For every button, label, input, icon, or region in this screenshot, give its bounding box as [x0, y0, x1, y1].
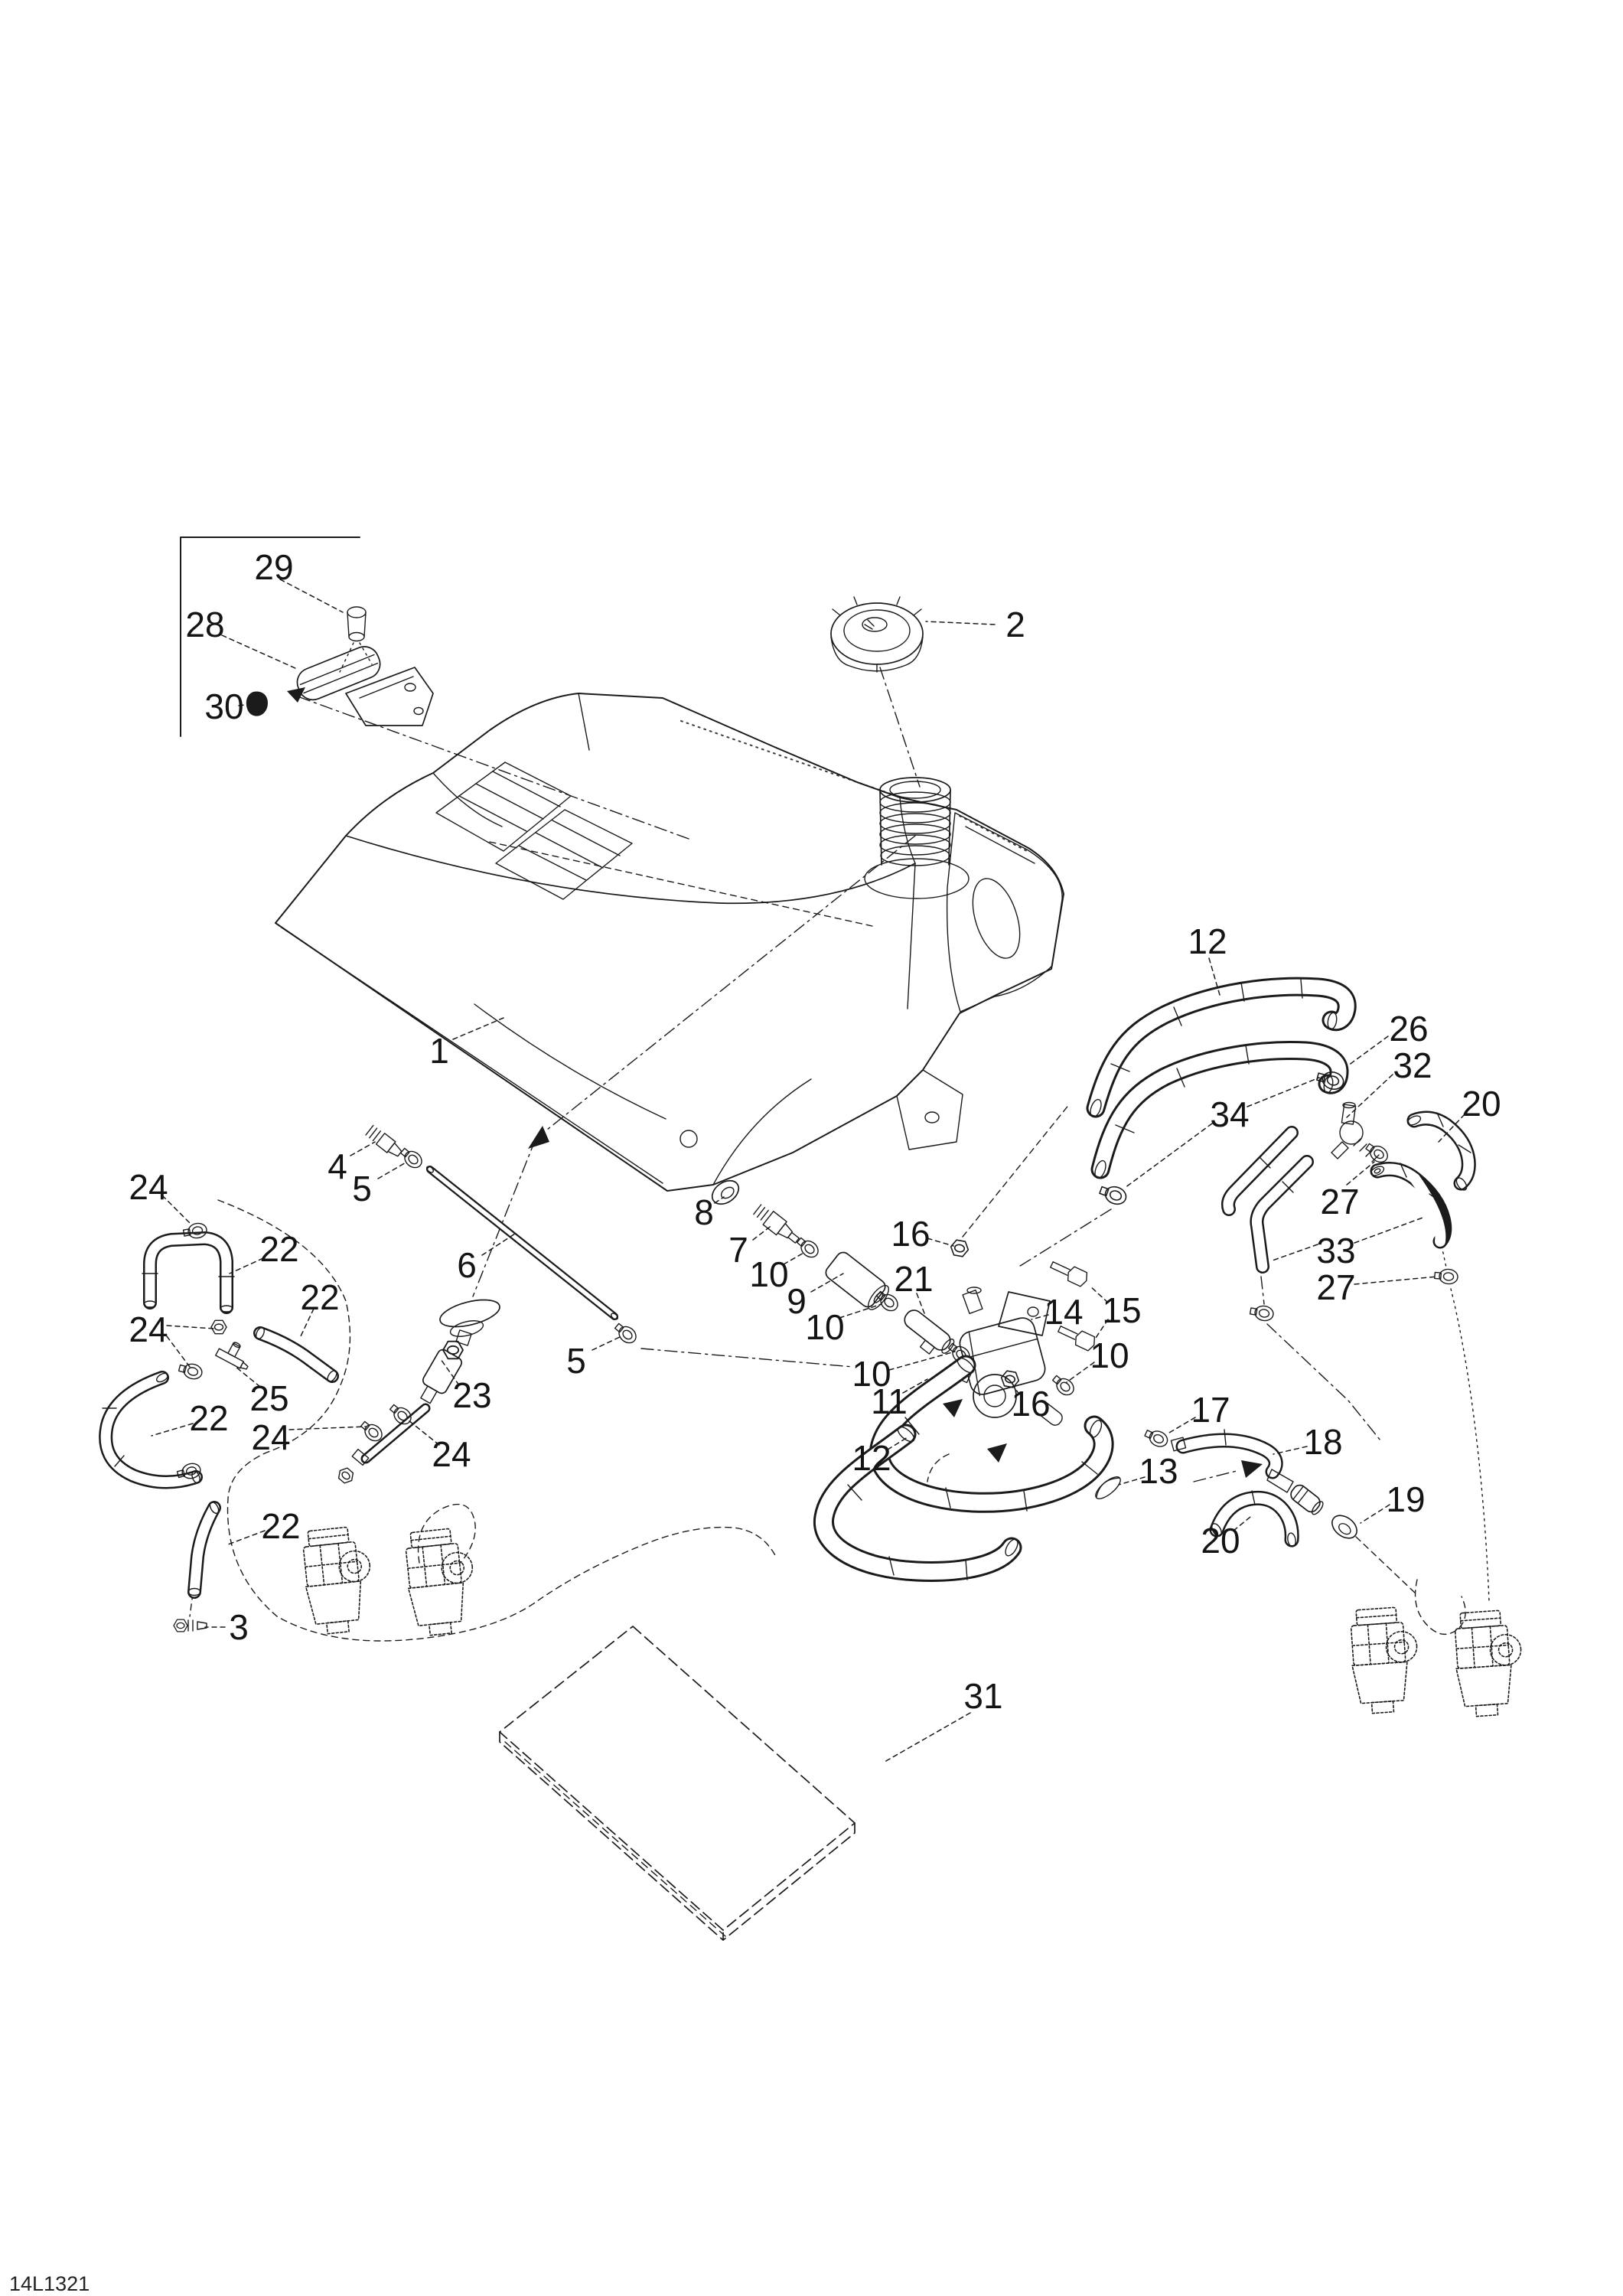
part-callout-12: 12 — [1188, 921, 1227, 961]
part-callout-28: 28 — [185, 605, 224, 644]
tee-fitting-25 — [215, 1342, 249, 1370]
part-callout-13: 13 — [1139, 1451, 1178, 1491]
part-callout-22: 22 — [300, 1277, 339, 1317]
part-callout-22: 22 — [259, 1229, 298, 1269]
part-callout-20: 20 — [1201, 1521, 1240, 1561]
part-callout-5: 5 — [566, 1341, 586, 1381]
inset-box — [180, 536, 434, 737]
part-callout-27: 27 — [1316, 1267, 1355, 1307]
filler-neck — [864, 777, 970, 899]
part-callout-18: 18 — [1303, 1422, 1342, 1462]
part-callout-19: 19 — [1386, 1479, 1425, 1519]
part-callout-24: 24 — [129, 1167, 168, 1207]
part-callout-10: 10 — [805, 1307, 844, 1347]
leader-lines — [151, 579, 1465, 1763]
carburetors-right — [1348, 1605, 1527, 1718]
phantom-lines — [189, 667, 1490, 1642]
part-callout-10: 10 — [1090, 1336, 1129, 1375]
part-callout-22: 22 — [189, 1398, 228, 1438]
filter-9 — [825, 1251, 889, 1310]
part-callout-3: 3 — [229, 1607, 249, 1647]
fuel-tank — [275, 693, 1064, 1192]
part-callout-17: 17 — [1191, 1390, 1230, 1430]
part-callout-8: 8 — [694, 1192, 714, 1232]
part-callout-16: 16 — [1011, 1384, 1050, 1424]
grommet-19 — [1327, 1510, 1362, 1544]
center-hoses — [813, 1355, 1114, 1582]
screw-15b — [1058, 1326, 1096, 1352]
part-callout-16: 16 — [891, 1214, 930, 1254]
lower-right-hoses — [1095, 1426, 1362, 1548]
fuel-cap — [830, 596, 924, 673]
filter-chain — [707, 1175, 973, 1367]
part-callout-22: 22 — [261, 1506, 300, 1546]
part-callout-1: 1 — [429, 1031, 449, 1071]
part-callout-5: 5 — [352, 1169, 372, 1208]
pin-part — [339, 606, 373, 673]
part-callout-10: 10 — [749, 1254, 788, 1294]
part-callout-11: 11 — [871, 1381, 908, 1421]
part-callout-20: 20 — [1462, 1084, 1501, 1124]
fitting-7 — [753, 1204, 800, 1244]
part-callout-6: 6 — [457, 1245, 477, 1285]
part-callout-10: 10 — [852, 1354, 891, 1394]
part-callout-15: 15 — [1102, 1290, 1141, 1330]
washer-13 — [1095, 1476, 1121, 1499]
part-callout-21: 21 — [894, 1259, 933, 1299]
fitting-3 — [173, 1619, 207, 1632]
grommet-part — [246, 682, 269, 716]
vent-tube-assembly — [365, 1124, 640, 1347]
part-callout-33: 33 — [1316, 1231, 1355, 1270]
part-callout-32: 32 — [1393, 1045, 1432, 1085]
part-callout-26: 26 — [1389, 1009, 1428, 1049]
part-callout-2: 2 — [1005, 605, 1025, 644]
fuel-pump — [949, 1238, 1096, 1426]
callouts-layer: 2928302122632203427332714565871091016211… — [129, 547, 1501, 1716]
part-callout-30: 30 — [204, 687, 243, 726]
figure-code: 14L1321 — [9, 2272, 90, 2295]
right-hoses — [1370, 1110, 1476, 1286]
part-callout-14: 14 — [1044, 1292, 1083, 1332]
part-callout-4: 4 — [328, 1146, 347, 1186]
part-callout-7: 7 — [728, 1230, 748, 1270]
screw-15a — [1050, 1261, 1088, 1287]
part-callout-24: 24 — [432, 1434, 471, 1474]
carburetors-left — [299, 1524, 480, 1638]
pipe-21 — [904, 1309, 955, 1355]
part-callout-27: 27 — [1320, 1182, 1359, 1221]
part-callout-34: 34 — [1210, 1094, 1249, 1134]
part-callout-24: 24 — [251, 1417, 290, 1457]
bracket-part — [296, 646, 434, 726]
part-callout-25: 25 — [249, 1378, 288, 1418]
part-callout-23: 23 — [452, 1375, 491, 1415]
part-callout-24: 24 — [129, 1309, 168, 1349]
part-callout-29: 29 — [254, 547, 293, 587]
left-hoses — [99, 1221, 415, 1632]
y-fitting — [1331, 1101, 1380, 1163]
part-callout-12: 12 — [852, 1438, 891, 1478]
foam-panel — [499, 1626, 855, 1941]
upper-right-hoses — [1086, 977, 1391, 1323]
part-callout-31: 31 — [963, 1676, 1002, 1716]
part-callout-9: 9 — [787, 1281, 807, 1321]
